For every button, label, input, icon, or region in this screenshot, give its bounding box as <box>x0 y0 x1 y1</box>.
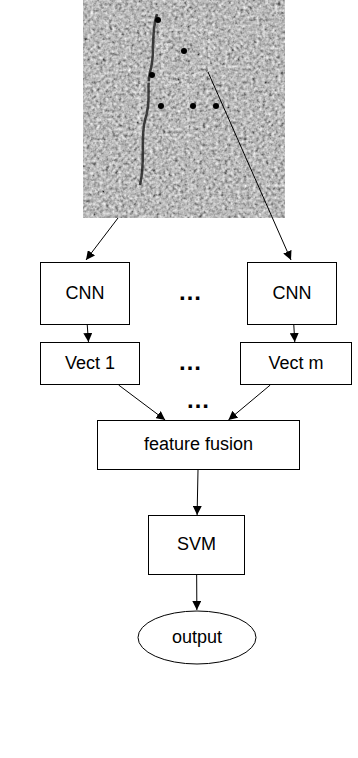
flow-arrow <box>87 325 88 342</box>
flow-arrow <box>196 575 197 610</box>
process-box: CNN <box>40 262 130 325</box>
node-text: SVM <box>177 535 216 555</box>
process-box: CNN <box>247 262 337 325</box>
node-text: feature fusion <box>144 435 253 455</box>
vector-box: Vect 1 <box>40 342 140 385</box>
input-arrow <box>208 72 291 260</box>
node-text: Vect 1 <box>65 354 115 374</box>
flow-arrow <box>197 470 199 515</box>
ellipsis-label: … <box>178 350 202 374</box>
process-box: feature fusion <box>97 420 300 470</box>
dashed-window <box>140 82 188 135</box>
flow-arrow <box>228 385 270 420</box>
node-text: output <box>172 628 222 648</box>
sample-dots <box>149 17 219 109</box>
classifier-box: SVM <box>148 515 245 575</box>
flow-arrow <box>119 385 166 420</box>
node-text: CNN <box>273 284 312 304</box>
ellipsis-label: … <box>186 388 210 412</box>
dashed-window <box>162 30 209 75</box>
vector-box: Vect m <box>240 342 352 385</box>
output-ellipse: output <box>137 610 257 665</box>
node-text: Vect m <box>268 354 323 374</box>
texture-image <box>83 0 285 218</box>
input-arrow <box>86 218 118 260</box>
crack-line <box>140 14 157 185</box>
flow-arrow <box>293 325 295 342</box>
ellipsis-label: … <box>178 280 202 304</box>
node-text: CNN <box>66 284 105 304</box>
